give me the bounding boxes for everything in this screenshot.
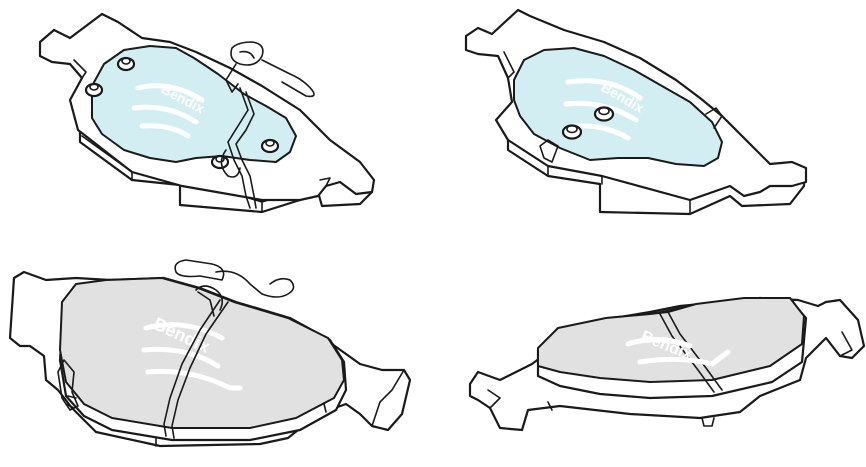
bolt [260, 138, 280, 154]
brake-pad-top-left: Bendix [38, 12, 376, 214]
brake-pad-bottom-left: Bendix [8, 259, 412, 448]
spring-clip [220, 41, 315, 209]
bolt [210, 154, 230, 170]
bolt [116, 56, 136, 72]
friction-material [59, 277, 345, 429]
brake-pad-bottom-right: Bendix [468, 296, 866, 432]
brake-pad-top-right: Bendix [464, 8, 808, 216]
shim [91, 45, 297, 163]
bolt [593, 106, 615, 122]
bolt [561, 124, 583, 140]
spring-clip [163, 259, 295, 439]
bolt [84, 82, 104, 98]
